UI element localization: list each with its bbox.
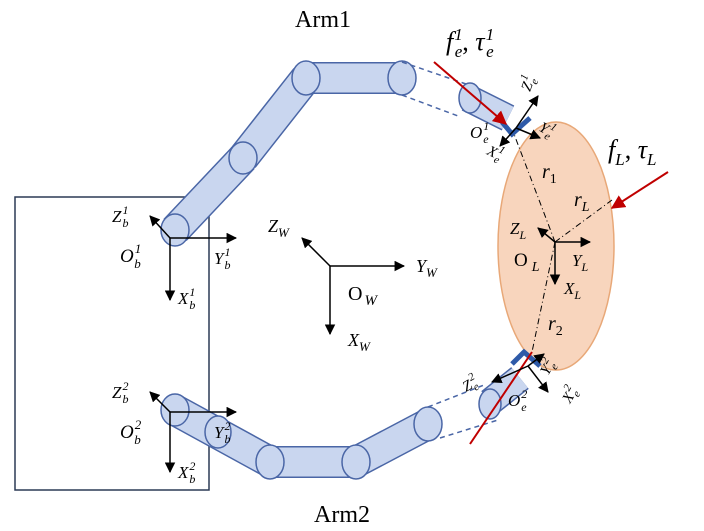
force-L-label: fL, τL [608,135,656,169]
world-z-label: ZW [268,216,290,240]
base-platform [14,196,210,491]
arm2-joint-base [160,393,190,427]
ee1-y-label: Y1e [535,116,559,143]
arm2-joint-2 [204,415,232,449]
arm1 [160,60,515,247]
world-x-label: XW [347,330,371,354]
r1-label: r1 [542,161,557,187]
arm1-joint-3 [291,60,321,96]
arm2-joint-5 [413,406,443,442]
rL-label: rL [574,189,590,215]
base1-frame [149,215,238,302]
force-arrow-L [610,171,669,209]
load-y-label: YL [572,251,588,274]
arm2-joint-3 [255,444,285,480]
force-arrow-e1 [433,61,508,125]
force-arrow-e2 [469,351,533,445]
ee1-frame [499,95,541,147]
base2-frame [149,391,238,474]
load-x-label: XL [563,279,581,302]
ee2-y-label: Y2e [534,355,562,380]
arm1-joint-2 [228,141,258,175]
arm1-joint-base [160,213,190,247]
r2-label: r2 [548,313,563,339]
gripper-1 [500,116,532,138]
world-y-label: YW [416,256,438,280]
arm1-joint-wrist [458,82,482,114]
arm2-label: Arm2 [314,502,370,528]
arm2-joint-wrist [478,388,502,420]
load-object [497,121,615,371]
arm2-joint-4 [341,444,371,480]
ee2-x-label: X2e [556,382,585,408]
world-frame [301,237,406,336]
arm1-label: Arm1 [295,7,351,33]
arm2 [160,367,529,480]
ee1-z-label: Z1e [515,73,542,95]
load-z-label: ZL [510,219,526,242]
ee2-frame [491,353,549,393]
radius-lines [513,133,613,353]
load-frame [537,227,592,286]
